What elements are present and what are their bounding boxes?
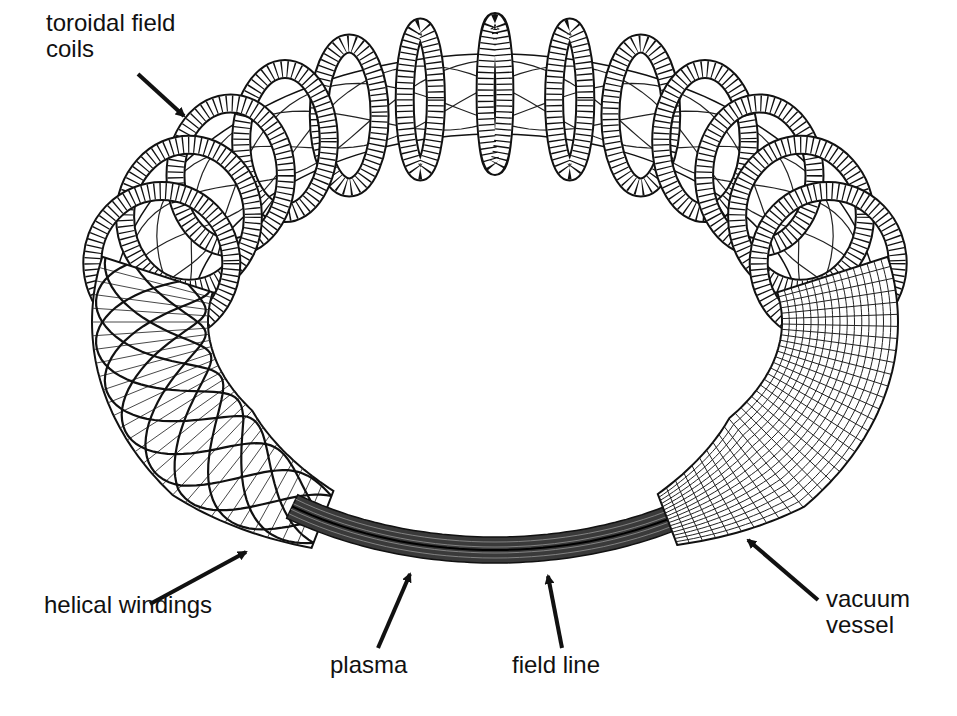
field-coil bbox=[486, 22, 505, 166]
field-line bbox=[292, 507, 698, 551]
coil-hatch bbox=[405, 27, 436, 171]
grid-line bbox=[780, 340, 894, 362]
grid-line bbox=[760, 385, 855, 452]
grid-line bbox=[776, 357, 885, 398]
coil-outline bbox=[486, 22, 505, 166]
grid-line bbox=[665, 279, 825, 513]
coil-face bbox=[486, 22, 505, 166]
grid-line bbox=[724, 427, 791, 513]
grid-line bbox=[771, 368, 875, 420]
grid-line bbox=[672, 266, 869, 533]
coil-outline bbox=[405, 27, 436, 171]
vessel-band bbox=[658, 257, 898, 545]
leader-line bbox=[378, 574, 410, 648]
coil-face bbox=[554, 27, 585, 171]
grid-line bbox=[668, 275, 841, 520]
part-label: toroidal field coils bbox=[46, 10, 176, 62]
grid-line bbox=[666, 488, 689, 543]
grid-line bbox=[671, 268, 862, 529]
grid-line bbox=[782, 324, 898, 326]
grid-line bbox=[756, 391, 848, 462]
leader-line bbox=[748, 540, 818, 600]
grid-line bbox=[782, 302, 898, 313]
grid-line bbox=[684, 473, 716, 538]
plasma bbox=[287, 495, 704, 563]
grid-line bbox=[675, 261, 884, 538]
leader-lines bbox=[138, 74, 818, 648]
grid-line bbox=[777, 351, 888, 386]
leader-line bbox=[548, 576, 562, 648]
coil-hatch bbox=[486, 22, 505, 166]
part-label: helical windings bbox=[44, 592, 264, 618]
grid-line bbox=[781, 290, 896, 308]
grid-line bbox=[707, 450, 755, 527]
grid-line bbox=[127, 378, 225, 440]
plasma-line bbox=[296, 499, 695, 542]
grid-line bbox=[700, 458, 742, 532]
grid-line bbox=[719, 435, 779, 519]
coil-face bbox=[405, 27, 436, 171]
plasma-band bbox=[287, 495, 704, 563]
grid-line bbox=[782, 329, 898, 338]
grid-line bbox=[773, 362, 879, 409]
vacuum-vessel bbox=[658, 257, 898, 545]
grid-line bbox=[779, 346, 891, 375]
grid-line bbox=[153, 398, 240, 474]
plasma-line bbox=[294, 504, 697, 547]
helical-strand bbox=[96, 282, 314, 544]
grid-line bbox=[96, 281, 210, 304]
grid-line bbox=[674, 264, 877, 536]
grid-line bbox=[779, 266, 891, 297]
part-label: plasma bbox=[330, 652, 430, 678]
part-label: field line bbox=[512, 652, 632, 678]
helical-strand bbox=[105, 291, 314, 543]
front-tube bbox=[92, 257, 898, 563]
grid-line bbox=[764, 379, 862, 441]
grid-line bbox=[782, 314, 898, 318]
grid-line bbox=[729, 419, 803, 507]
coil-hatch bbox=[554, 27, 585, 171]
plasma-line bbox=[291, 509, 699, 553]
plasma-line bbox=[289, 514, 701, 558]
toroidal-coils bbox=[92, 22, 897, 335]
grid-line bbox=[659, 290, 789, 497]
coil-outline bbox=[554, 27, 585, 171]
grid-line bbox=[780, 278, 894, 302]
leader-line bbox=[138, 74, 184, 116]
grid-line bbox=[675, 480, 702, 540]
part-label: vacuum vessel bbox=[826, 586, 936, 638]
helical-strand bbox=[136, 268, 331, 496]
field-coil bbox=[405, 27, 436, 171]
field-coil bbox=[554, 27, 585, 171]
helical-strand bbox=[96, 265, 322, 530]
